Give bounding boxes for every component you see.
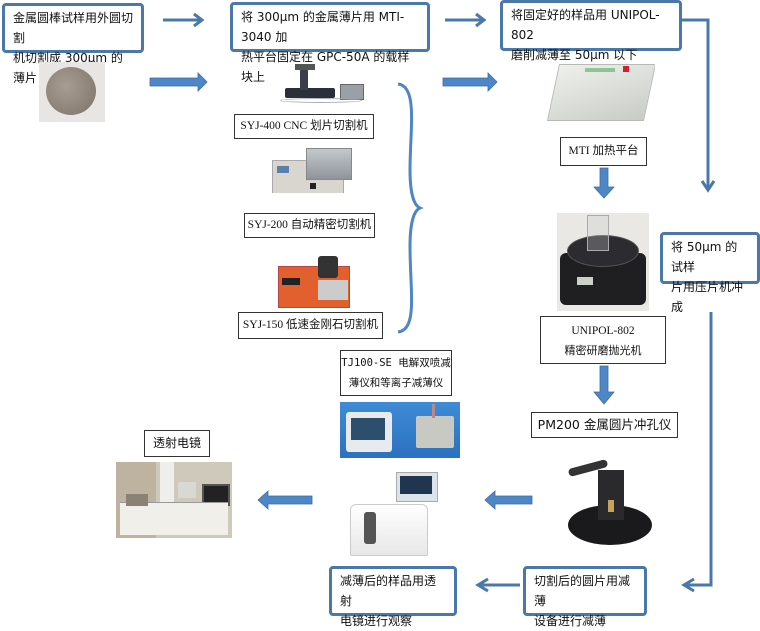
- step-1-box: 金属圆棒试样用外圆切割 机切割成 300μm 的薄片: [2, 3, 144, 85]
- grouping-brace: [397, 82, 424, 334]
- step-4-line2: 片用压片机冲成: [671, 280, 744, 314]
- step-3-line2: 磨削减薄至 50μm 以下: [511, 48, 638, 62]
- step-5-box: 切割后的圆片用减薄 设备进行减薄: [523, 566, 647, 628]
- tj100-caption: TJ100-SE 电解双喷减 薄仪和等离子减薄仪: [340, 350, 452, 396]
- tj100-caption-line2: 薄仪和等离子减薄仪: [348, 377, 444, 389]
- pm200-caption: PM200 金属圆片冲孔仪: [531, 412, 678, 438]
- step-3-box: 将固定好的样品用 UNIPOL-802 磨削减薄至 50μm 以下: [500, 0, 682, 62]
- syj150-cutter-photo: [278, 256, 368, 308]
- arrow-head: [475, 577, 489, 593]
- syj400-cutter-photo: [275, 62, 365, 108]
- block-arrow-right-2: [442, 72, 498, 92]
- step-4-box: 将 50μm 的试样 片用压片机冲成: [660, 232, 760, 314]
- unipol-caption-line1: UNIPOL-802: [571, 325, 635, 337]
- step-6-line1: 减薄后的样品用透射: [340, 574, 437, 608]
- syj150-caption: SYJ-150 低速金刚石切割机: [238, 312, 383, 339]
- block-arrow-right-1: [149, 72, 208, 92]
- block-arrow-down-1: [593, 167, 615, 199]
- syj200-cutter-photo: [272, 148, 352, 193]
- step-6-line2: 电镜进行观察: [340, 614, 413, 628]
- syj400-caption: SYJ-400 CNC 划片切割机: [234, 114, 374, 139]
- tj100-thinning-photo: [340, 402, 460, 458]
- block-arrow-left-1: [484, 490, 533, 510]
- mti-caption: MTI 加热平台: [560, 137, 647, 166]
- step-5-line2: 设备进行减薄: [534, 614, 607, 628]
- block-arrow-left-2: [257, 490, 313, 510]
- tem-caption: 透射电镜: [144, 430, 210, 457]
- step-2-line2: 热平台固定在 GPC-50A 的载样块上: [241, 50, 410, 84]
- arrow-head: [700, 180, 716, 193]
- mti-heating-platform-photo: [545, 60, 655, 125]
- unipol-caption: UNIPOL-802 精密研磨抛光机: [540, 316, 666, 364]
- arrow-head: [681, 577, 695, 593]
- tem-microscope-photo: [116, 462, 232, 538]
- arrow-head: [475, 12, 487, 28]
- step-1-line2: 机切割成 300μm 的薄片: [13, 51, 123, 85]
- tj100-caption-line1: TJ100-SE 电解双喷减: [341, 357, 451, 369]
- connector-step4-to-step5: [686, 312, 713, 587]
- step-1-line1: 金属圆棒试样用外圆切割: [13, 11, 134, 45]
- unipol-caption-line2: 精密研磨抛光机: [564, 344, 642, 357]
- arrow-head: [193, 12, 205, 28]
- step-4-line1: 将 50μm 的试样: [671, 240, 738, 274]
- syj200-caption: SYJ-200 自动精密切割机: [244, 213, 375, 238]
- step-2-line1: 将 300μm 的金属薄片用 MTI-3040 加: [241, 10, 405, 44]
- metal-disc-photo: [39, 62, 105, 122]
- unipol-polisher-photo: [557, 213, 649, 311]
- connector-step3-to-step4: [682, 18, 710, 188]
- step-6-box: 减薄后的样品用透射 电镜进行观察: [329, 566, 457, 628]
- flow-connectors: [149, 12, 716, 593]
- step-2-box: 将 300μm 的金属薄片用 MTI-3040 加 热平台固定在 GPC-50A…: [230, 2, 430, 84]
- ion-thinner-photo: [348, 472, 440, 556]
- step-5-line1: 切割后的圆片用减薄: [534, 574, 631, 608]
- step-3-line1: 将固定好的样品用 UNIPOL-802: [511, 8, 660, 42]
- block-arrow-down-2: [593, 365, 615, 405]
- pm200-punch-photo: [560, 450, 660, 550]
